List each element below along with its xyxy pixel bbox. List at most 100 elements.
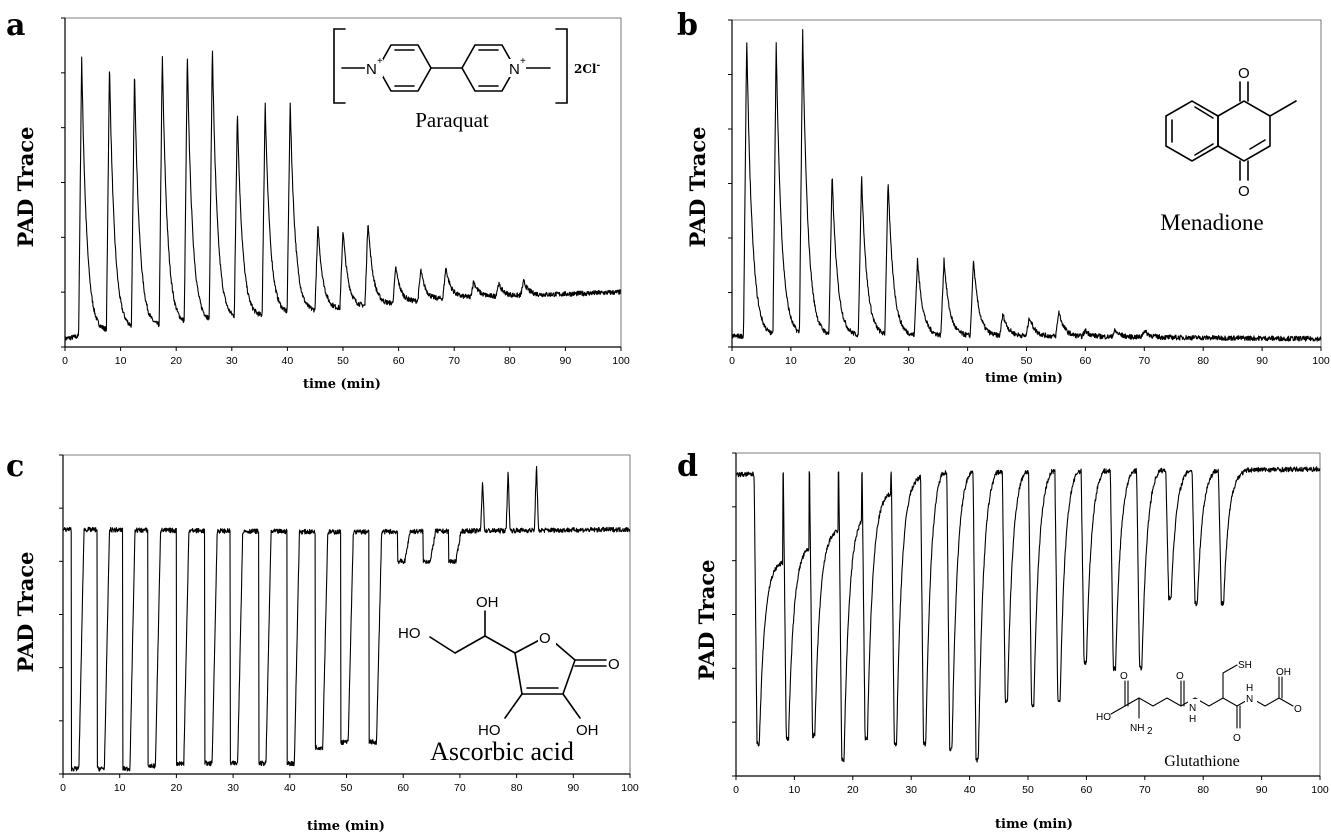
svg-text:O: O	[608, 656, 620, 673]
x-tick-label-a-80: 80	[504, 355, 516, 367]
svg-text:H: H	[1189, 714, 1196, 725]
x-tick-label-b-10: 10	[785, 355, 797, 367]
svg-text:N: N	[1246, 694, 1253, 705]
x-tick-label-b-20: 20	[844, 355, 856, 367]
x-tick-label-c-70: 70	[454, 782, 466, 794]
x-tick-label-b-60: 60	[1080, 355, 1092, 367]
plot-frame-a	[65, 17, 622, 347]
x-ticks-d: 0 10 20 30 40 50 60 70 80 90 100	[733, 776, 1329, 796]
svg-text:+: +	[520, 56, 526, 67]
svg-text:+: +	[377, 56, 383, 67]
x-axis-label-d: time (min)	[995, 817, 1073, 832]
panel-letter-b: b	[677, 8, 698, 43]
x-tick-label-c-90: 90	[567, 782, 579, 794]
x-tick-label-d-50: 50	[1022, 784, 1034, 796]
molecule-name-b: Menadione	[1160, 210, 1263, 235]
svg-text:O: O	[1294, 704, 1302, 715]
svg-text:O: O	[1233, 733, 1241, 744]
pad-trace-line-a	[64, 50, 622, 342]
svg-text:NH: NH	[1130, 723, 1144, 734]
x-tick-label-d-40: 40	[964, 784, 976, 796]
svg-text:N: N	[1189, 703, 1196, 714]
x-tick-label-b-90: 90	[1256, 355, 1268, 367]
x-axis-label-b: time (min)	[985, 371, 1063, 386]
x-tick-label-a-60: 60	[393, 355, 405, 367]
x-tick-label-a-90: 90	[560, 355, 572, 367]
x-tick-label-a-100: 100	[612, 355, 630, 367]
y-ticks-c	[59, 454, 63, 775]
x-tick-label-a-20: 20	[170, 355, 182, 367]
x-tick-label-c-10: 10	[114, 782, 126, 794]
bracket-left	[333, 28, 346, 104]
plot-frame-c	[63, 454, 631, 774]
pad-trace-line-c	[62, 465, 631, 772]
x-tick-label-b-80: 80	[1197, 355, 1209, 367]
plot-frame-b	[732, 19, 1322, 347]
panel-letter-a: a	[6, 8, 25, 43]
x-tick-label-d-20: 20	[847, 784, 859, 796]
y-axis-label-a: PAD Trace	[13, 127, 38, 248]
svg-text:HO: HO	[1096, 712, 1111, 723]
svg-text:OH: OH	[476, 594, 499, 611]
x-tick-label-d-10: 10	[789, 784, 801, 796]
x-tick-label-c-0: 0	[60, 782, 66, 794]
menadione-structure: O O Menadione	[1160, 65, 1297, 235]
x-axis-label-a: time (min)	[303, 377, 381, 392]
x-tick-label-a-10: 10	[115, 355, 127, 367]
svg-text:HO: HO	[478, 722, 501, 739]
svg-text:O: O	[1176, 671, 1184, 682]
svg-text:N: N	[509, 61, 520, 78]
glutathione-structure: O HO NH 2 O N H SH O N H OH O Glutathion…	[1096, 660, 1302, 770]
y-ticks-a	[61, 17, 65, 348]
x-tick-label-d-60: 60	[1081, 784, 1093, 796]
svg-text:H: H	[1246, 683, 1253, 694]
x-tick-label-d-80: 80	[1197, 784, 1209, 796]
x-tick-label-c-100: 100	[621, 782, 639, 794]
x-tick-label-d-90: 90	[1256, 784, 1268, 796]
ascorbic-acid-structure: O O OH HO HO OH Ascorbic acid	[398, 594, 620, 766]
x-tick-label-c-30: 30	[227, 782, 239, 794]
panel-letter-c: c	[6, 449, 24, 484]
bracket-right	[555, 28, 568, 104]
x-tick-label-d-70: 70	[1139, 784, 1151, 796]
molecule-name-d: Glutathione	[1164, 753, 1240, 770]
svg-text:O: O	[1238, 65, 1250, 82]
svg-text:HO: HO	[398, 625, 421, 642]
molecule-name-a: Paraquat	[415, 108, 489, 132]
y-axis-label-d: PAD Trace	[694, 560, 719, 681]
svg-text:O: O	[539, 630, 551, 647]
svg-text:O: O	[1120, 671, 1128, 682]
x-tick-label-c-60: 60	[397, 782, 409, 794]
svg-text:2: 2	[1147, 726, 1153, 737]
molecule-name-c: Ascorbic acid	[430, 737, 574, 766]
x-tick-label-a-30: 30	[226, 355, 238, 367]
panel-d: d PAD Trace time (min) 0 10 20 30 40 50 60 70 80…	[677, 449, 1329, 832]
panel-letter-d: d	[677, 449, 698, 484]
svg-text:OH: OH	[1276, 667, 1291, 678]
x-tick-label-b-30: 30	[903, 355, 915, 367]
x-tick-label-a-0: 0	[62, 355, 68, 367]
x-tick-label-c-20: 20	[171, 782, 183, 794]
plot-frame-d	[736, 452, 1321, 776]
x-tick-label-b-0: 0	[729, 355, 735, 367]
x-tick-label-d-30: 30	[905, 784, 917, 796]
svg-text:SH: SH	[1238, 660, 1252, 671]
y-axis-label-c: PAD Trace	[13, 552, 38, 673]
x-tick-label-b-70: 70	[1138, 355, 1150, 367]
x-tick-label-c-50: 50	[341, 782, 353, 794]
x-tick-label-d-0: 0	[733, 784, 739, 796]
svg-text:O: O	[1238, 183, 1250, 200]
y-axis-label-b: PAD Trace	[685, 127, 710, 248]
x-tick-label-d-100: 100	[1311, 784, 1329, 796]
y-ticks-b	[728, 19, 732, 348]
x-tick-label-c-40: 40	[284, 782, 296, 794]
x-tick-label-b-100: 100	[1312, 355, 1330, 367]
x-tick-label-a-70: 70	[448, 355, 460, 367]
x-axis-label-c: time (min)	[307, 819, 385, 834]
